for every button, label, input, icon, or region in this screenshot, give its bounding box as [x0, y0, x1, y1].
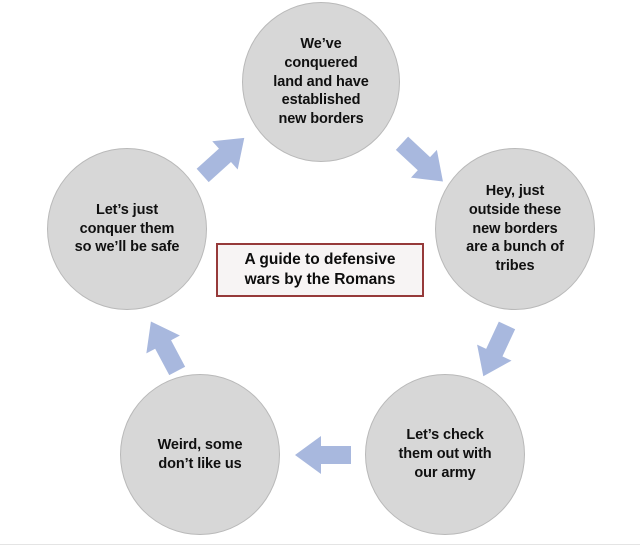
cycle-node-right-label: Hey, just outside these new borders are …	[466, 182, 564, 275]
cycle-node-right[interactable]: Hey, just outside these new borders are …	[435, 148, 595, 310]
cycle-node-bottom-left[interactable]: Weird, some don’t like us	[120, 374, 280, 535]
cycle-node-bottom-right[interactable]: Let’s check them out with our army	[365, 374, 525, 535]
cycle-node-top-label: We’ve conquered land and have establishe…	[273, 35, 369, 128]
arrow-top-to-right-icon	[395, 136, 443, 182]
arrow-bottomleft-to-left-icon	[146, 321, 186, 376]
arrow-left-to-top-icon	[196, 137, 245, 183]
arrow-bottomright-to-bottomleft-icon	[295, 436, 351, 474]
bottom-divider	[0, 544, 640, 545]
cycle-node-left[interactable]: Let’s just conquer them so we’ll be safe	[47, 148, 207, 310]
diagram-center-caption-label: A guide to defensive wars by the Romans	[244, 250, 396, 288]
cycle-node-left-label: Let’s just conquer them so we’ll be safe	[74, 201, 180, 256]
cycle-node-bottom-left-label: Weird, some don’t like us	[157, 436, 243, 472]
diagram-center-caption-box[interactable]: A guide to defensive wars by the Romans	[216, 243, 424, 297]
arrow-right-to-bottomright-icon	[477, 321, 516, 377]
cycle-node-bottom-right-label: Let’s check them out with our army	[398, 427, 492, 481]
cycle-node-top[interactable]: We’ve conquered land and have establishe…	[242, 2, 400, 162]
